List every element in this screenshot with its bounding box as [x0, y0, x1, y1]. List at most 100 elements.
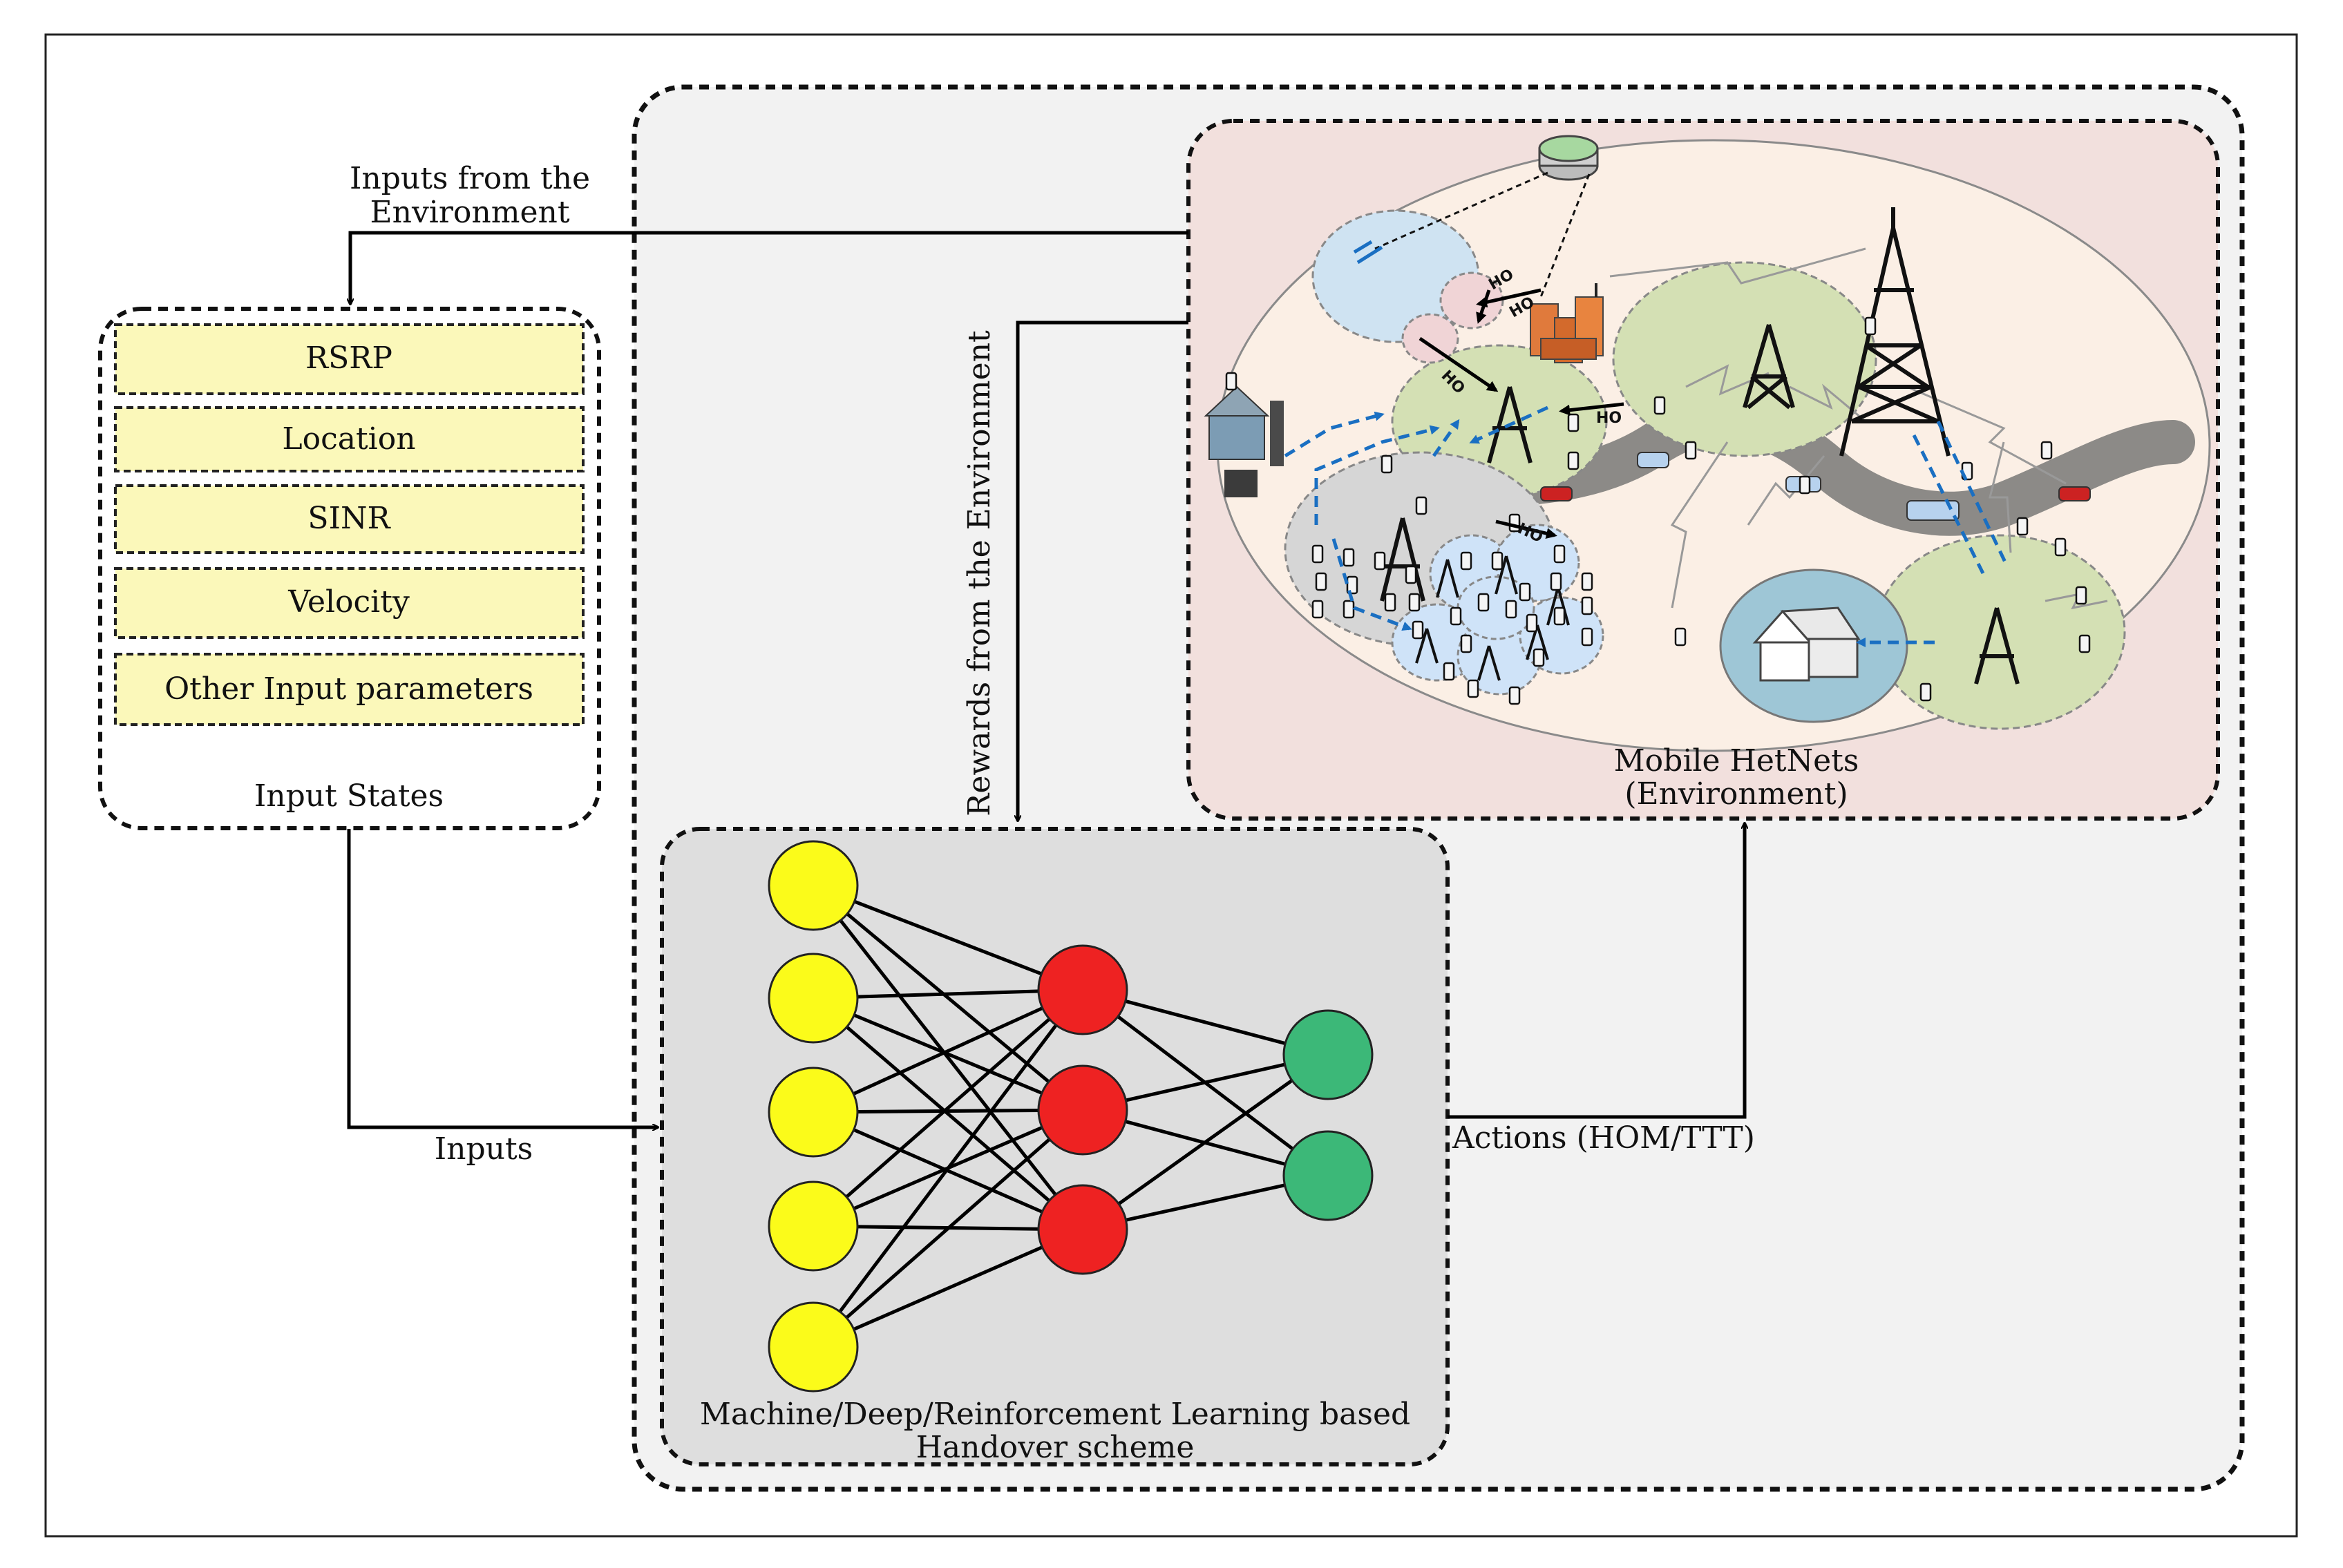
hetnets-label-line2: (Environment) — [1624, 776, 1848, 812]
mobile-phone-icon — [1581, 596, 1593, 615]
nn-node-layer-1 — [768, 1180, 859, 1272]
hetnets-label-line1: Mobile HetNets — [1614, 743, 1859, 778]
mobile-phone-icon — [1343, 600, 1355, 619]
handover-paths — [1284, 405, 2009, 647]
mobile-phone-icon — [1581, 572, 1593, 591]
mobile-phone-icon — [1491, 551, 1503, 571]
mobile-phone-icon — [1311, 600, 1324, 619]
mobile-phone-icon — [1553, 606, 1566, 626]
mobile-phone-icon — [1567, 451, 1580, 470]
macro-tower-icon — [1839, 207, 1951, 457]
mobile-phone-icon — [1477, 593, 1490, 612]
mobile-phone-icon — [1415, 496, 1427, 515]
mobile-phone-icon — [1225, 372, 1237, 391]
nn-node-layer-3 — [1282, 1130, 1374, 1221]
ml-label-line1: Machine/Deep/Reinforcement Learning base… — [700, 1397, 1410, 1432]
input-item-label: Other Input parameters — [164, 671, 533, 707]
green-cell-right — [1875, 534, 2126, 730]
mobile-phone-icon — [2078, 634, 2091, 653]
mobile-phone-icon — [1519, 582, 1531, 602]
mobile-phone-icon — [1346, 575, 1358, 595]
small-tower-icon — [1415, 555, 1570, 681]
mobile-phone-icon — [1315, 572, 1327, 591]
inputs-label: Inputs — [435, 1131, 533, 1167]
house-icon — [1204, 385, 1284, 497]
input-item-label: Velocity — [287, 584, 410, 620]
nn-node-layer-1 — [768, 1301, 859, 1393]
nn-node-layer-2 — [1037, 1184, 1128, 1275]
input-states-box: RSRP Location SINR Velocity Other Input … — [98, 307, 601, 830]
mobile-phone-icon — [1343, 548, 1355, 567]
stadium-link — [1374, 171, 1548, 250]
input-item-velocity — [114, 567, 585, 639]
rewards-label: Rewards from the Environment — [962, 330, 997, 816]
mobile-phone-icon — [1526, 613, 1538, 633]
mobile-phone-icon — [1653, 396, 1666, 415]
mobile-phone-icon — [2054, 537, 2067, 557]
home-icon — [1752, 606, 1861, 682]
mobile-phone-icon — [1467, 679, 1479, 698]
mobile-phone-icon — [1919, 682, 1932, 702]
rewards-arrow — [1018, 321, 1188, 821]
input-item-sinr — [114, 484, 585, 554]
nn-node-layer-1 — [768, 953, 859, 1044]
mobile-phone-icon — [1674, 627, 1687, 647]
ml-label-line2: Handover scheme — [916, 1430, 1195, 1465]
stadium-link — [1539, 173, 1591, 298]
inputs-from-environment-arrow — [350, 231, 1188, 304]
mobile-phone-icon — [1508, 686, 1521, 705]
nn-node-layer-1 — [768, 1067, 859, 1158]
inputs-arrow — [347, 829, 658, 1127]
hetnet-illustration: HO HO HO HO HO — [1204, 135, 2211, 752]
mobile-phone-icon — [1567, 413, 1580, 432]
nn-node-layer-1 — [768, 840, 859, 931]
inputs-from-env-label-line2: Environment — [370, 195, 569, 230]
nn-edge — [812, 884, 1084, 1111]
mobile-device-icons — [1225, 316, 2091, 705]
wifi-icon — [1353, 240, 1383, 265]
nn-node-layer-2 — [1037, 944, 1128, 1035]
mobile-phone-icon — [1384, 593, 1396, 612]
macro-cell-green — [1612, 261, 1877, 457]
input-item-label: Location — [282, 421, 415, 457]
mobile-phone-icon — [1553, 544, 1566, 564]
office-building-icon — [1530, 283, 1604, 363]
nn-edge — [812, 884, 1084, 1231]
inputs-from-env-label-line1: Inputs from the — [350, 161, 590, 196]
nn-edge — [813, 996, 1083, 1112]
neural-network — [768, 840, 1374, 1393]
input-item-location — [114, 406, 585, 472]
mobile-phone-icon — [1864, 316, 1877, 336]
nn-edge — [812, 1109, 1084, 1348]
nn-edge — [812, 988, 1084, 1114]
nn-edge — [813, 883, 1083, 992]
actions-arrow — [1448, 823, 1745, 1119]
mobile-phone-icon — [1460, 634, 1472, 653]
mobile-phone-icon — [1405, 565, 1417, 584]
mobile-phone-icon — [1374, 551, 1386, 571]
input-item-rsrp — [114, 323, 585, 395]
mobile-phone-icon — [1381, 455, 1393, 474]
actions-label: Actions (HOM/TTT) — [1452, 1120, 1755, 1156]
nn-edge — [812, 988, 1084, 1348]
mobile-phone-icon — [2075, 586, 2087, 605]
mobile-phone-icon — [1550, 572, 1562, 591]
nn-edge — [812, 988, 1084, 1227]
nn-edge — [813, 1227, 1083, 1349]
nn-edge — [812, 997, 1084, 1231]
mobile-phone-icon — [2016, 517, 2029, 536]
mobile-phone-icon — [1581, 627, 1593, 647]
mobile-phone-icon — [1799, 475, 1811, 495]
nn-edge — [1081, 1053, 1329, 1232]
input-item-label: RSRP — [305, 341, 392, 376]
mobile-phone-icon — [1443, 662, 1455, 681]
stadium-icon — [1538, 135, 1599, 181]
mobile-phone-icon — [1450, 606, 1462, 626]
mobile-phone-icon — [1408, 593, 1421, 612]
car-icon — [1540, 452, 2091, 521]
mobile-phone-icon — [1460, 551, 1472, 571]
mobile-phone-icon — [1685, 441, 1697, 460]
mobile-phone-icon — [1505, 600, 1517, 619]
nn-node-layer-2 — [1037, 1064, 1128, 1156]
ho-label: HO — [1596, 410, 1622, 427]
